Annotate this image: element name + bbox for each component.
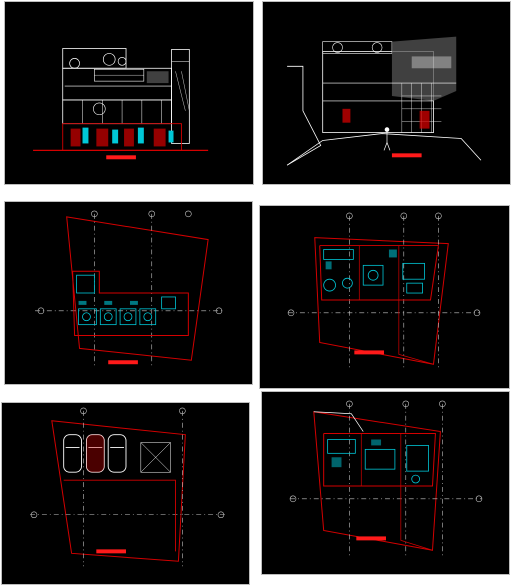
upper-floor-plan-sheet bbox=[261, 391, 510, 575]
sheet-title-bar bbox=[391, 153, 422, 158]
parking-plan-drawing bbox=[30, 407, 225, 567]
roof-parapet bbox=[62, 48, 127, 69]
site-boundary bbox=[313, 411, 441, 551]
parked-cars bbox=[63, 434, 127, 473]
furniture-layout bbox=[323, 249, 425, 294]
site-boundary bbox=[51, 420, 186, 562]
stair-tower bbox=[171, 49, 190, 144]
ramp bbox=[140, 442, 171, 473]
ground-floor-plan-sheet bbox=[4, 201, 253, 385]
parking-plan-sheet bbox=[1, 402, 250, 585]
building-walls bbox=[319, 245, 439, 301]
furniture-layout bbox=[76, 274, 176, 326]
first-floor-plan-drawing bbox=[287, 212, 481, 370]
side-elevation-drawing bbox=[286, 36, 482, 166]
front-elevation-sheet bbox=[4, 1, 254, 185]
sheet-title-bar bbox=[106, 155, 136, 160]
terrain-left bbox=[286, 65, 322, 166]
scale-figure bbox=[383, 127, 391, 151]
furniture-layout bbox=[327, 439, 429, 484]
sheet-title-bar bbox=[356, 536, 386, 541]
side-elevation-sheet bbox=[262, 1, 511, 185]
sheet-title-bar bbox=[96, 549, 126, 554]
sheet-title-bar bbox=[108, 360, 138, 365]
site-boundary bbox=[314, 237, 449, 365]
sheet-title-bar bbox=[354, 350, 385, 355]
ground-profile bbox=[286, 133, 482, 166]
building-walls bbox=[72, 270, 189, 337]
roof-wing bbox=[391, 36, 457, 101]
ground-floor-facade bbox=[62, 123, 182, 151]
middle-floor-facade bbox=[62, 99, 172, 125]
front-elevation-drawing bbox=[33, 48, 209, 160]
site-boundary bbox=[66, 216, 209, 361]
building-walls bbox=[323, 433, 436, 487]
upper-floor-plan-drawing bbox=[289, 400, 483, 556]
first-floor-plan-sheet bbox=[259, 205, 510, 389]
ground-floor-plan-drawing bbox=[35, 210, 223, 366]
